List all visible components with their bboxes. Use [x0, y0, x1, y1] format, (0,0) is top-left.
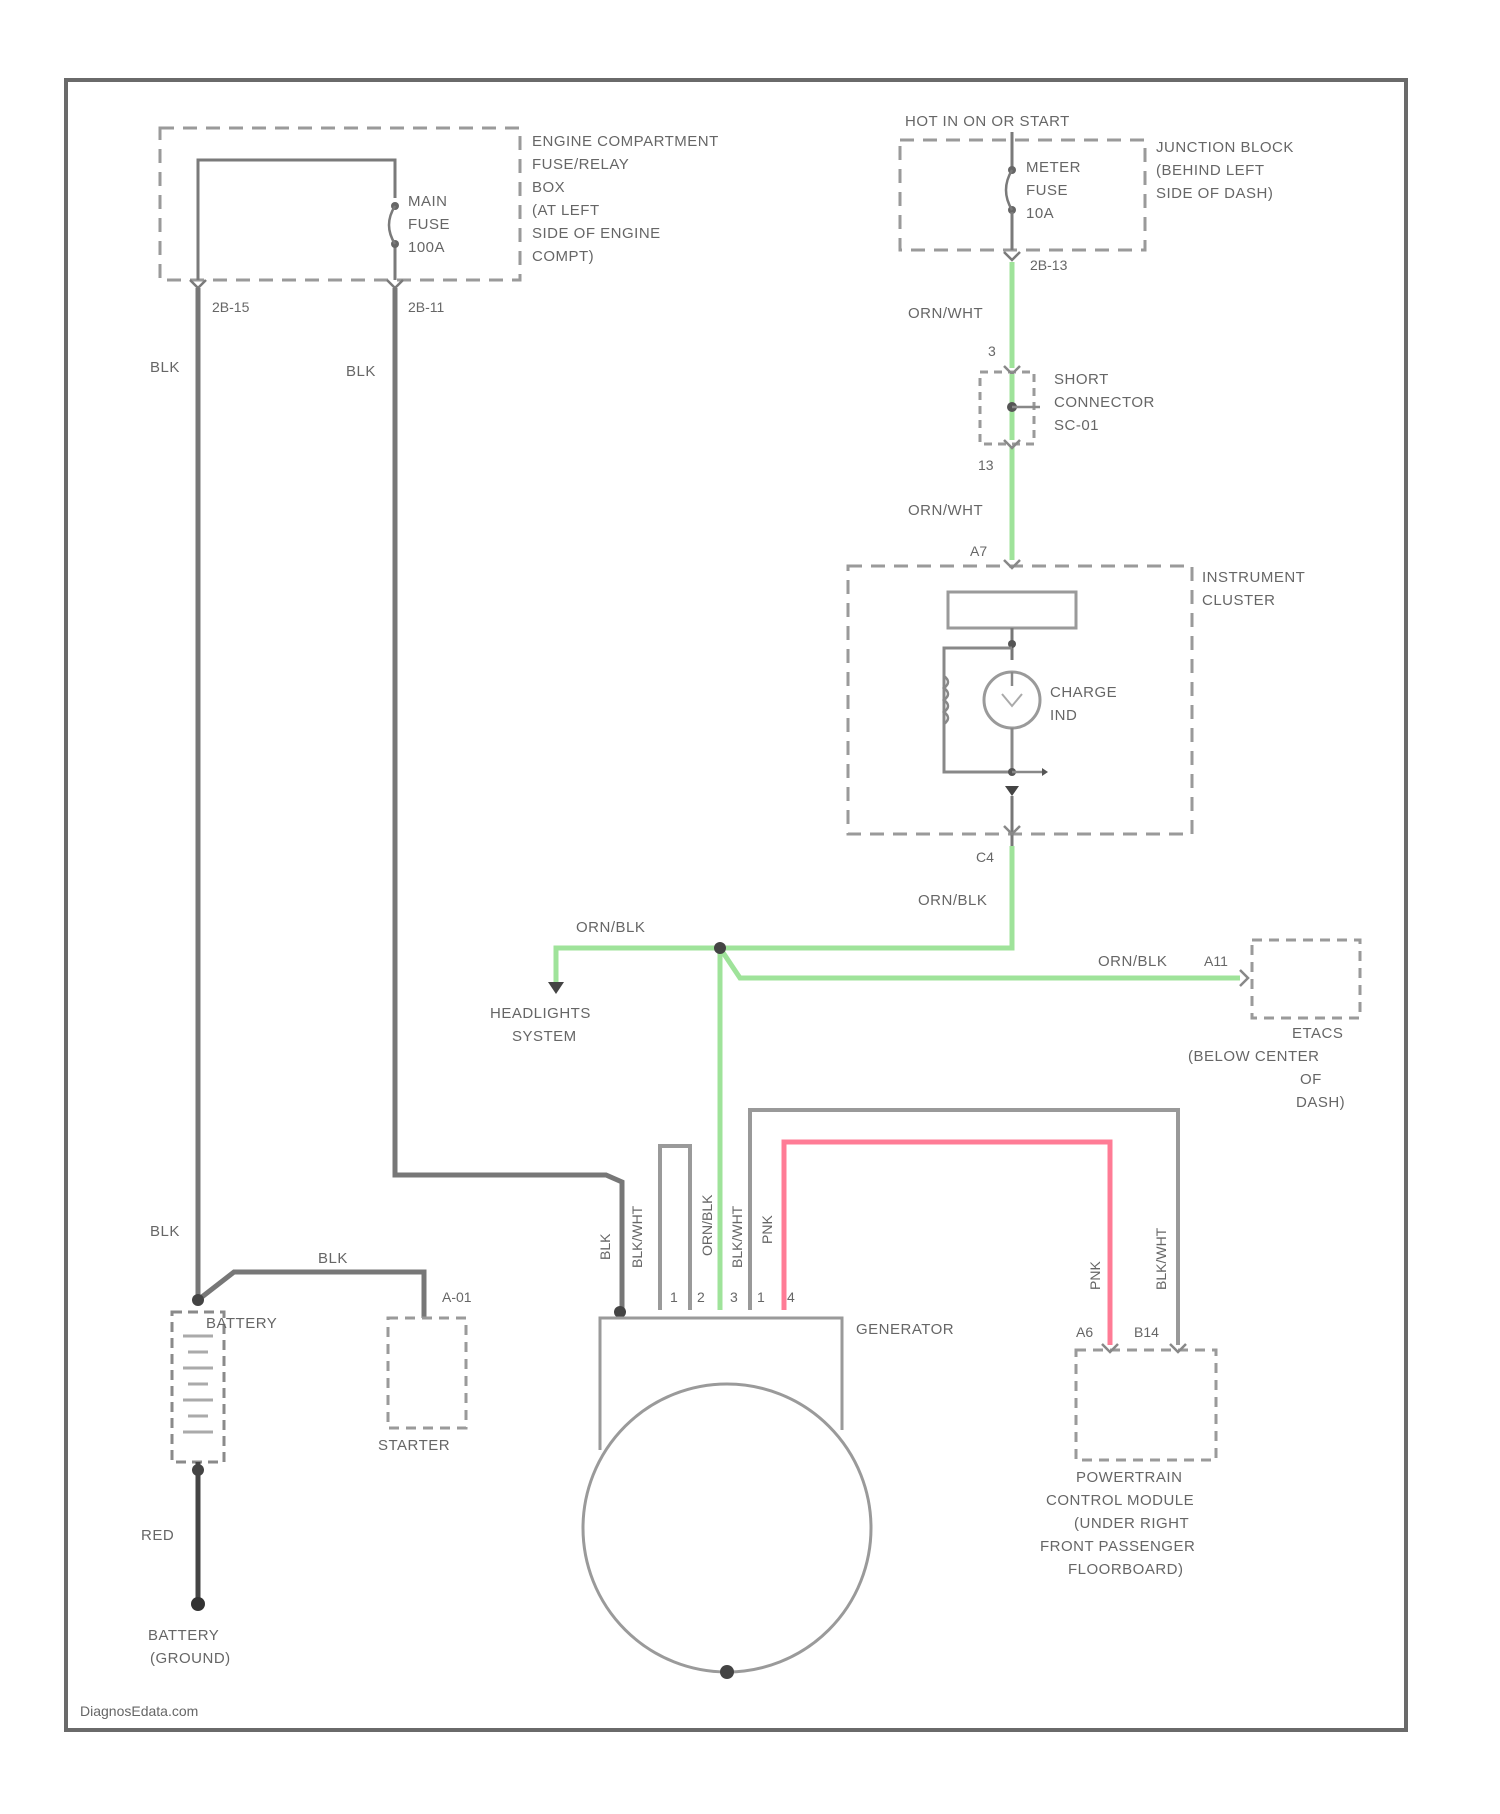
gen-wire-label-3: ORN/BLK: [699, 1194, 715, 1256]
short-connector-pin-top: 3: [988, 343, 996, 359]
generator: 1 2 3 1 4 GENERATOR: [583, 1289, 954, 1679]
main-fuse-label-1: MAIN: [408, 193, 448, 210]
gen-wire-label-4: BLK/WHT: [729, 1205, 745, 1268]
wire-label-orn-wht-2: ORN/WHT: [908, 502, 983, 519]
wire-label-orn-wht-1: ORN/WHT: [908, 305, 983, 322]
starter-label: STARTER: [378, 1437, 450, 1454]
battery-ground-1: BATTERY: [148, 1627, 219, 1644]
wire-label-orn-blk-2: ORN/BLK: [576, 919, 645, 936]
wire-label-orn-blk-3: ORN/BLK: [1098, 953, 1167, 970]
generator-icon: [583, 1384, 871, 1672]
etacs-title-3: OF: [1300, 1071, 1322, 1088]
cluster-title-1: INSTRUMENT: [1202, 569, 1305, 586]
short-connector-title-3: SC-01: [1054, 417, 1099, 434]
pcm-wire-label-1: PNK: [1087, 1261, 1103, 1290]
pcm-title-4: FRONT PASSENGER: [1040, 1538, 1195, 1555]
cluster-pin-top: A7: [970, 543, 987, 559]
gen-pin-3: 3: [730, 1289, 738, 1305]
engine-box-pin-left: 2B-15: [212, 299, 250, 315]
splice-dot: [714, 942, 726, 954]
short-connector-title-2: CONNECTOR: [1054, 394, 1155, 411]
wire-label-blk-left: BLK: [150, 359, 180, 376]
instrument-cluster: A7 INSTRUMENT CLUSTER CHARGE IND C4: [848, 543, 1305, 865]
wire-label-red: RED: [141, 1527, 174, 1544]
junction-title-3: SIDE OF DASH): [1156, 185, 1273, 202]
gen-wire-label-1: BLK: [597, 1233, 613, 1260]
gen-wire-label-2: BLK/WHT: [629, 1205, 645, 1268]
pcm-title-3: (UNDER RIGHT: [1074, 1515, 1189, 1532]
engine-box-title-2: FUSE/RELAY: [532, 156, 629, 173]
wire-label-blk-mid: BLK: [346, 363, 376, 380]
splice-dot: [192, 1294, 204, 1306]
meter-fuse-1: METER: [1026, 159, 1081, 176]
powertrain-control-module: A6 B14 POWERTRAIN CONTROL MODULE (UNDER …: [1040, 1324, 1216, 1578]
engine-fuse-box: MAIN FUSE 100A ENGINE COMPARTMENT FUSE/R…: [160, 128, 719, 315]
cluster-title-2: CLUSTER: [1202, 592, 1276, 609]
engine-box-title-4: (AT LEFT: [532, 202, 600, 219]
pcm-title-2: CONTROL MODULE: [1046, 1492, 1194, 1509]
junction-title-2: (BEHIND LEFT: [1156, 162, 1265, 179]
etacs-pin: A11: [1204, 953, 1228, 969]
engine-box-title-6: COMPT): [532, 248, 594, 265]
junction-title-1: JUNCTION BLOCK: [1156, 139, 1294, 156]
black-wires: [198, 288, 622, 1318]
headlights-label-2: SYSTEM: [512, 1028, 577, 1045]
ground-icon: [191, 1597, 205, 1611]
wire-label-blk-lower: BLK: [150, 1223, 180, 1240]
wire-label-blk-starter: BLK: [318, 1250, 348, 1267]
gen-pin-1: 1: [670, 1289, 678, 1305]
meter-fuse-3: 10A: [1026, 205, 1054, 222]
gen-pin-2: 2: [697, 1289, 705, 1305]
wire-label-orn-blk-1: ORN/BLK: [918, 892, 987, 909]
etacs-title-1: ETACS: [1292, 1025, 1343, 1042]
generator-wire-labels: BLK BLK/WHT ORN/BLK BLK/WHT PNK PNK BLK/…: [597, 1194, 1169, 1290]
engine-box-title-1: ENGINE COMPARTMENT: [532, 133, 719, 150]
short-connector-pin-bottom: 13: [978, 457, 994, 473]
splice-dot: [614, 1306, 626, 1318]
engine-box-title-3: BOX: [532, 179, 565, 196]
pcm-pin-right: B14: [1134, 1324, 1159, 1340]
battery-label: BATTERY: [206, 1315, 277, 1332]
generator-label: GENERATOR: [856, 1321, 954, 1338]
pcm-title-5: FLOORBOARD): [1068, 1561, 1184, 1578]
etacs-title-2: (BELOW CENTER: [1188, 1048, 1320, 1065]
charge-ind-label-2: IND: [1050, 707, 1077, 724]
pcm-wire-label-2: BLK/WHT: [1153, 1227, 1169, 1290]
battery-ground-2: (GROUND): [150, 1650, 231, 1667]
battery: BATTERY RED BATTERY (GROUND): [141, 1312, 277, 1667]
etacs: A11 ETACS (BELOW CENTER OF DASH): [1188, 940, 1360, 1111]
junction-pin: 2B-13: [1030, 257, 1068, 273]
gen-pin-4: 1: [757, 1289, 765, 1305]
pcm-title-1: POWERTRAIN: [1076, 1469, 1182, 1486]
engine-box-pin-right: 2B-11: [408, 299, 445, 315]
gen-wire-label-5: PNK: [759, 1215, 775, 1244]
short-connector: 3 13 SHORT CONNECTOR SC-01: [978, 343, 1155, 473]
short-connector-title-1: SHORT: [1054, 371, 1109, 388]
main-fuse-label-3: 100A: [408, 239, 445, 256]
gen-pin-5: 4: [787, 1289, 795, 1305]
headlights-label-1: HEADLIGHTS: [490, 1005, 591, 1022]
arrow-down-icon: [548, 982, 564, 994]
charge-ind-label-1: CHARGE: [1050, 684, 1117, 701]
etacs-title-4: DASH): [1296, 1094, 1345, 1111]
main-fuse-label-2: FUSE: [408, 216, 450, 233]
meter-fuse-2: FUSE: [1026, 182, 1068, 199]
junction-header: HOT IN ON OR START: [905, 113, 1070, 130]
junction-block: HOT IN ON OR START METER FUSE 10A JUNCTI…: [900, 113, 1294, 273]
cluster-pin-bottom: C4: [976, 849, 994, 865]
starter-pin: A-01: [442, 1289, 472, 1305]
engine-box-title-5: SIDE OF ENGINE: [532, 225, 661, 242]
headlights-system: HEADLIGHTS SYSTEM: [490, 982, 591, 1045]
pcm-pin-left: A6: [1076, 1324, 1093, 1340]
watermark: DiagnosEdata.com: [80, 1703, 198, 1719]
